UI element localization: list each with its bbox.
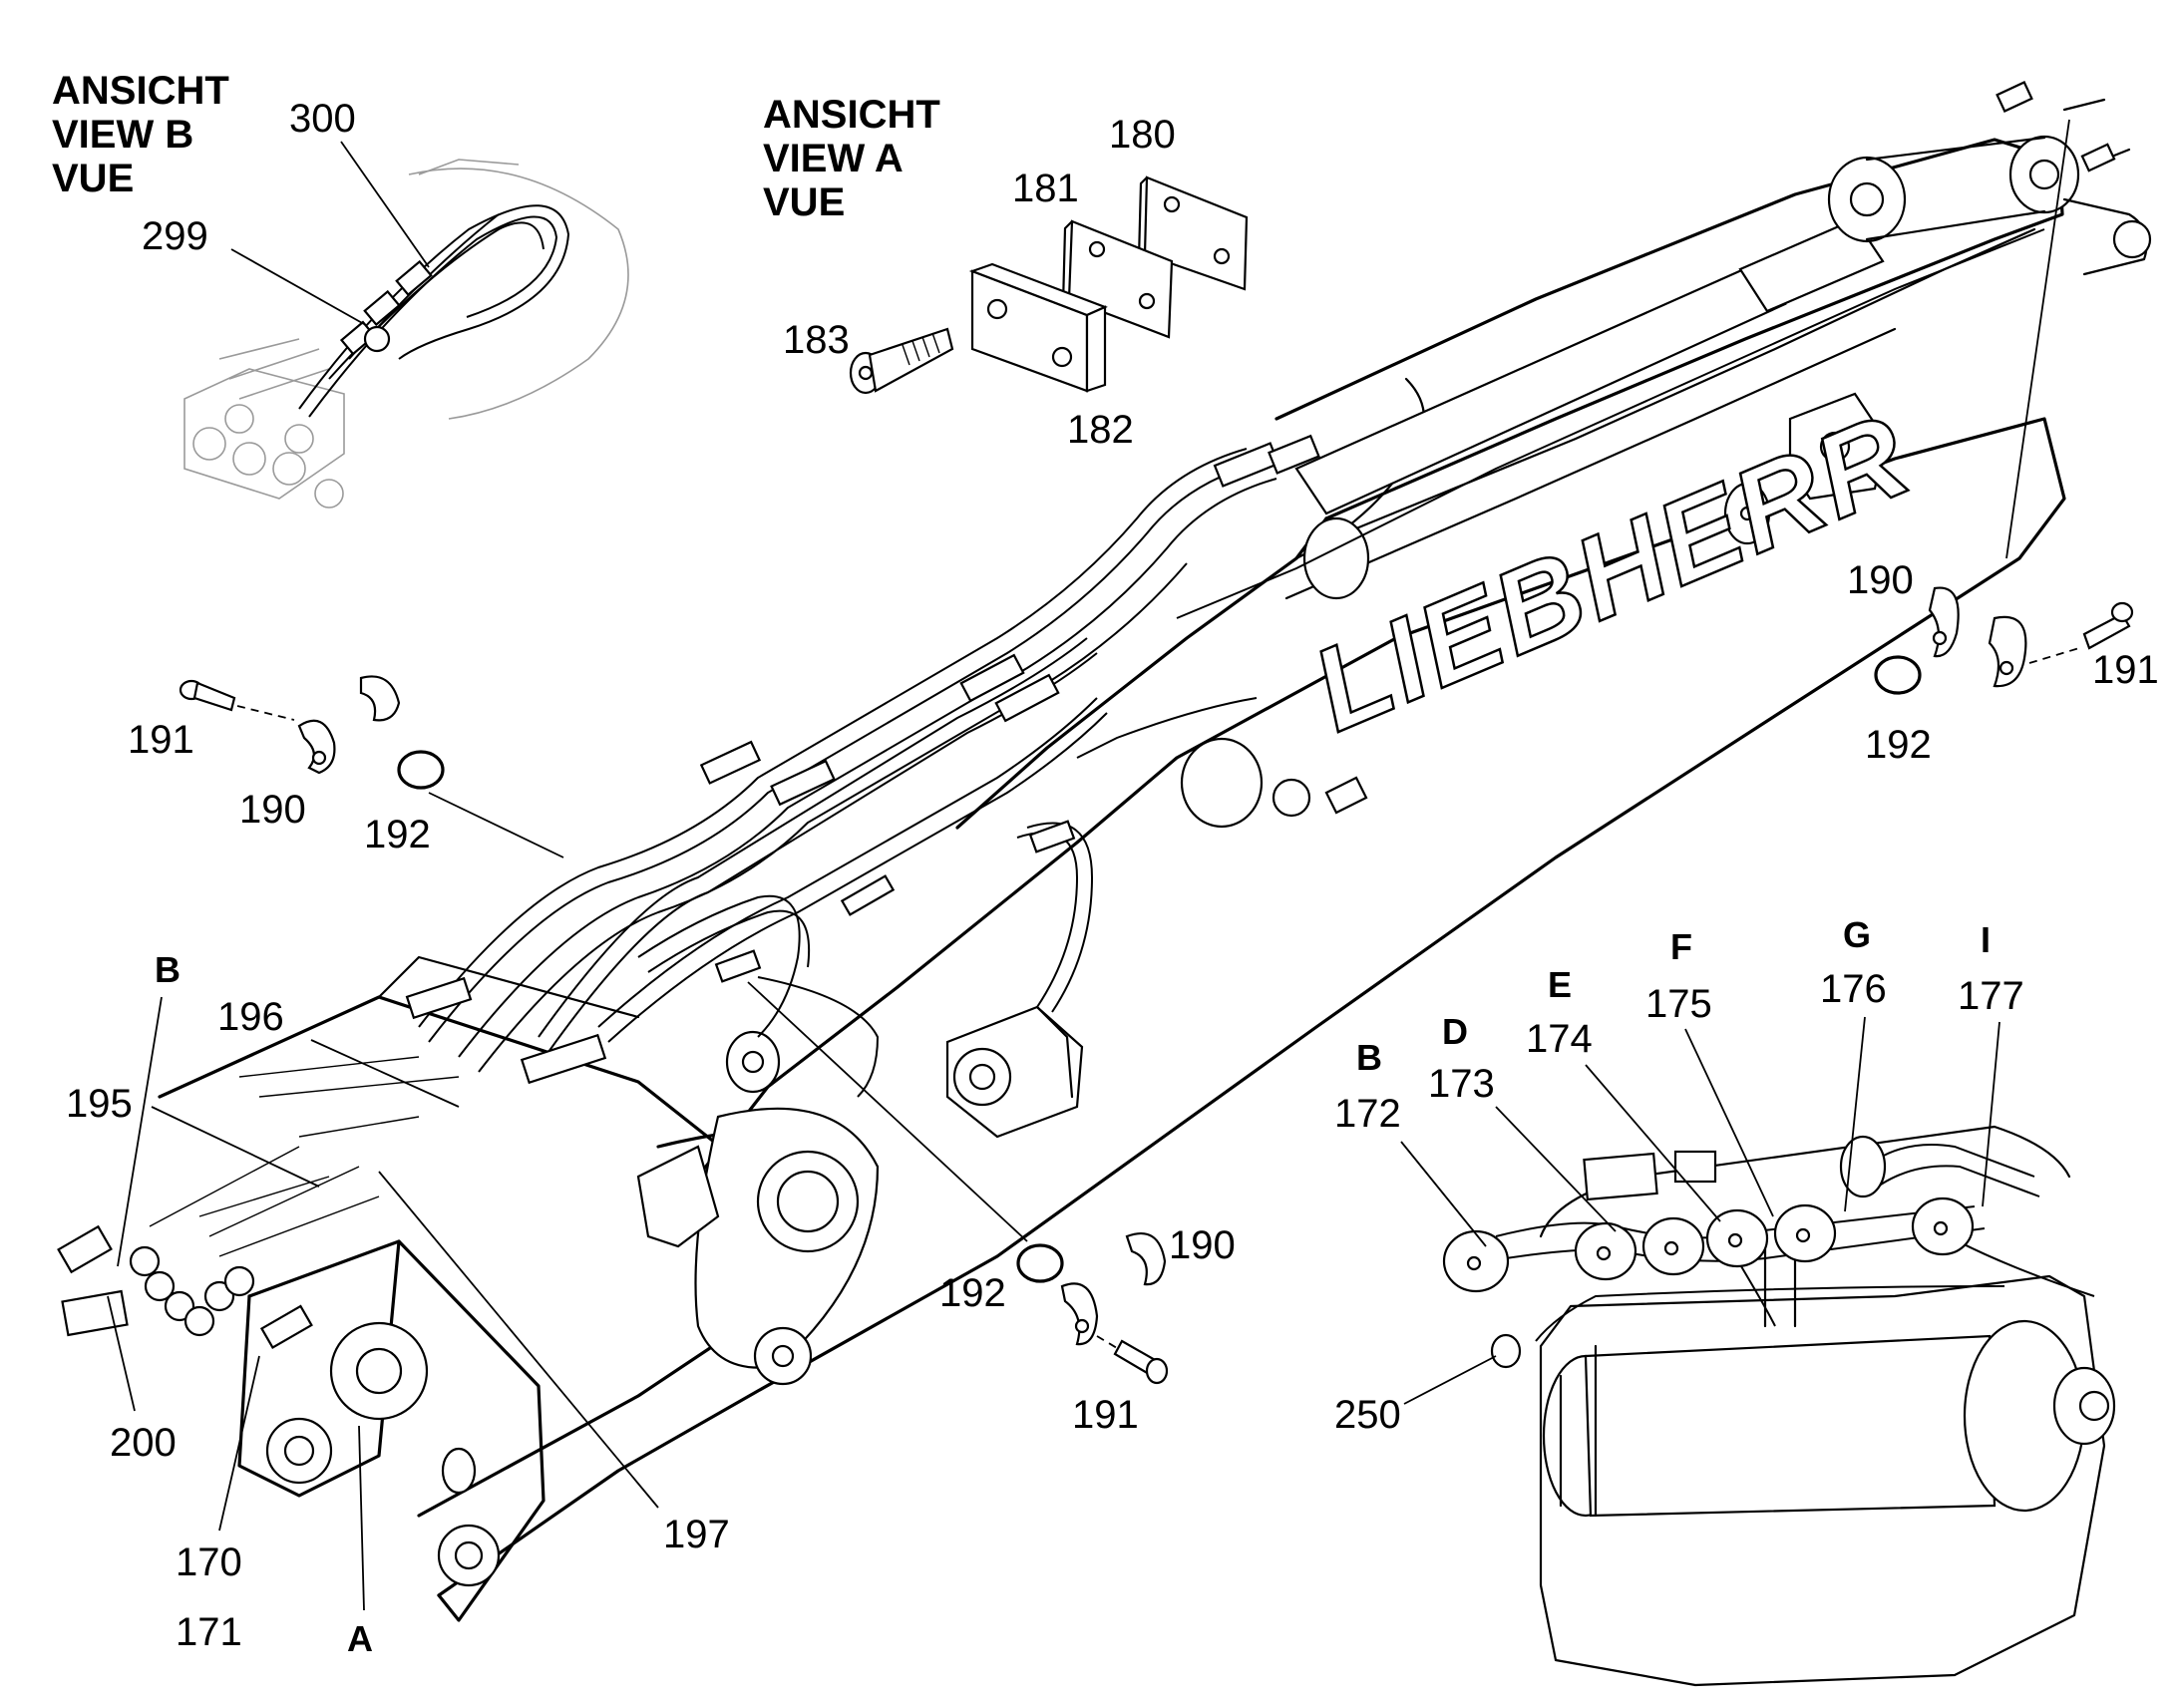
view-b-valve-block [183, 159, 629, 509]
label-190-center: 190 [1169, 1223, 1236, 1267]
rotary-joint [945, 737, 1368, 1139]
bolt-183 [849, 327, 954, 395]
label-182: 182 [1067, 408, 1134, 452]
o-ring-192-right [1874, 655, 1922, 695]
label-196: 196 [217, 995, 284, 1039]
leader-175 [1684, 1028, 1774, 1217]
leader-197 [378, 1171, 659, 1509]
detail-letter-e: E [1548, 964, 1572, 1005]
leader-200 [107, 1295, 136, 1412]
label-191-right: 191 [2092, 648, 2159, 692]
label-177: 177 [1958, 974, 2024, 1018]
sensor-250 [1490, 1333, 1522, 1369]
leader-174 [1585, 1064, 1721, 1222]
view-a-title-line-2: VIEW A [763, 137, 904, 180]
label-171: 171 [176, 1610, 242, 1654]
leader-250 [1403, 1355, 1497, 1405]
main-labels: B 196 195 200 170 171 A 197 [66, 949, 730, 1659]
label-176: 176 [1820, 967, 1887, 1011]
clamp-half-190-left [297, 719, 336, 775]
label-190-right: 190 [1847, 558, 1914, 602]
label-183: 183 [783, 318, 850, 362]
label-197: 197 [663, 1513, 730, 1556]
o-ring-192-left [397, 750, 445, 790]
clamp-half-left-back [359, 675, 401, 722]
label-191-left: 191 [128, 718, 194, 762]
detail-letter-f: F [1670, 926, 1692, 967]
label-174: 174 [1526, 1017, 1593, 1061]
label-192-left: 192 [364, 813, 431, 856]
spacer-block-182 [968, 262, 1108, 393]
view-b-inset: ANSICHT VIEW B VUE 300 299 [52, 69, 629, 509]
label-173: 173 [1428, 1062, 1495, 1106]
hose-bundle [418, 228, 2045, 1098]
foot-connectors [57, 1056, 460, 1350]
detail-inset: B D E F G I 172 173 174 175 176 177 250 [1334, 914, 2116, 1687]
roller [1542, 1319, 2116, 1518]
label-200: 200 [110, 1421, 177, 1465]
boom-bracket [1302, 392, 1887, 600]
leader-299 [230, 248, 365, 325]
label-195: 195 [66, 1082, 133, 1126]
leader-170 [218, 1355, 260, 1532]
boom-foot [158, 955, 880, 1622]
label-170: 170 [176, 1540, 242, 1584]
view-a-inset: ANSICHT VIEW A VUE 180 181 183 182 [763, 93, 1249, 452]
view-b-hoses [298, 204, 570, 418]
view-b-title-line-1: ANSICHT [52, 69, 229, 113]
label-250: 250 [1334, 1393, 1401, 1437]
clamp-half-190-center [1125, 1231, 1167, 1286]
leader-172 [1400, 1141, 1487, 1247]
label-191-center: 191 [1072, 1393, 1139, 1437]
leader-173 [1495, 1106, 1617, 1232]
label-192-center: 192 [939, 1271, 1006, 1315]
bolt-191-left [179, 679, 236, 712]
leader-b-main [117, 996, 163, 1267]
view-b-title-line-3: VUE [52, 157, 134, 200]
o-ring-192-center [1016, 1243, 1064, 1283]
label-192-right: 192 [1865, 723, 1932, 767]
leader-a-main [358, 1425, 365, 1611]
detail-letter-d: D [1442, 1011, 1468, 1052]
view-b-title-line-2: VIEW B [52, 113, 193, 157]
label-172: 172 [1334, 1092, 1401, 1136]
detail-letter-b: B [1356, 1037, 1382, 1078]
detail-letter-i: I [1981, 919, 1991, 960]
leader-right-group [2005, 119, 2070, 559]
leader-192-center [747, 981, 1028, 1242]
leader-300 [340, 141, 430, 268]
leader-177 [1982, 1021, 2000, 1207]
view-a-title-line-3: VUE [763, 180, 845, 224]
clamp-group-center: 192 190 191 [747, 981, 1236, 1437]
clamp-half-right-back [1928, 586, 1960, 658]
detail-letter-g: G [1843, 914, 1871, 955]
leader-196 [310, 1039, 460, 1108]
leader-176 [1844, 1016, 1866, 1212]
letter-b-main: B [155, 949, 181, 990]
stick-end [1996, 81, 2152, 276]
bolt-191-center [1113, 1339, 1169, 1385]
label-181: 181 [1012, 167, 1079, 210]
clamp-group-right: 190 191 192 [1847, 119, 2159, 767]
clamp-half-190-right [1988, 615, 2027, 688]
clamp-half-center-front [1060, 1282, 1099, 1346]
bolt-191-right [2082, 601, 2134, 650]
leader-195 [151, 1106, 320, 1188]
label-190-left: 190 [239, 788, 306, 832]
label-175: 175 [1645, 982, 1712, 1026]
view-a-title-line-1: ANSICHT [763, 93, 940, 137]
letter-a-main: A [347, 1618, 373, 1659]
detail-fittings [1442, 1135, 1975, 1369]
boom-cylinder [1294, 135, 2080, 515]
leader-192-left [428, 792, 564, 858]
label-300: 300 [289, 97, 356, 141]
hose-clamps [405, 434, 1320, 1085]
label-180: 180 [1109, 113, 1176, 157]
clamp-group-left: 191 190 192 [128, 675, 564, 858]
label-299: 299 [142, 214, 208, 258]
